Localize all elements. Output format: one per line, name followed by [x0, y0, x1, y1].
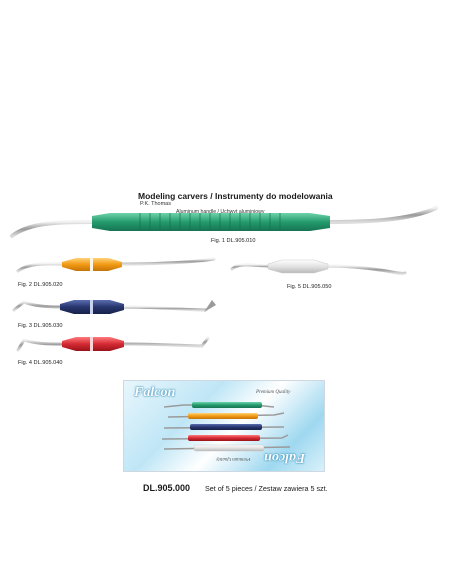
instrument-fig5 [230, 259, 407, 275]
set-contents-note: Set of 5 pieces / Zestaw zawiera 5 szt. [205, 484, 328, 493]
instrument-fig4 [16, 336, 210, 352]
fig3-label: Fig. 3 DL.905.030 [18, 323, 63, 329]
instrument-fig2 [16, 257, 216, 273]
package-tagline-top: Premium Quality [256, 390, 291, 395]
instrument-fig1 [10, 206, 438, 238]
catalog-title: Modeling carvers / Instrumenty do modelo… [138, 191, 333, 201]
designer-name: P.K. Thomas [140, 201, 171, 207]
fig5-label: Fig. 5 DL.905.050 [287, 284, 332, 290]
brand-logo-top: Falcon [134, 385, 176, 400]
fig2-label: Fig. 2 DL.905.020 [18, 282, 63, 288]
set-product-code: DL.905.000 [143, 483, 191, 493]
product-package: Falcon Premium Quality Falcon Premium Qu… [123, 380, 325, 472]
instrument-fig3 [12, 300, 216, 314]
package-instruments [161, 402, 291, 452]
fig1-label: Fig. 1 DL.905.010 [211, 238, 256, 244]
fig4-label: Fig. 4 DL.905.040 [18, 360, 63, 366]
handle-material-note: Aluminum handle / Uchwyt aluminiowy [176, 209, 265, 215]
